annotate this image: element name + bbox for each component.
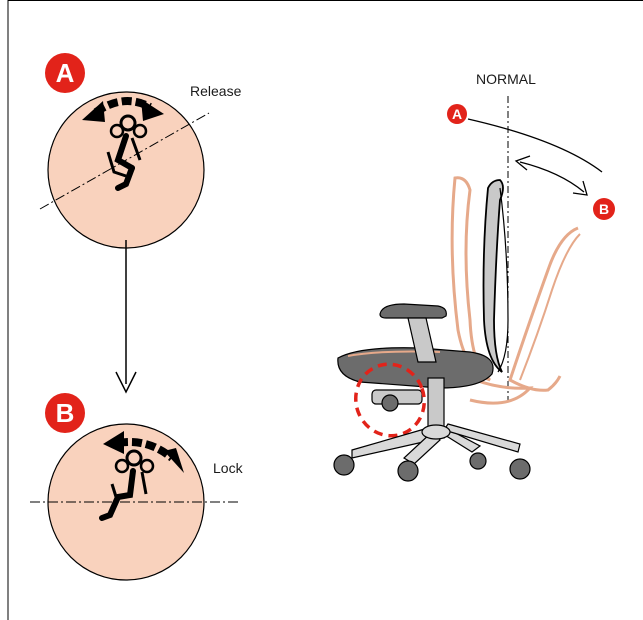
- lock-step: Lock: [30, 424, 244, 580]
- chair-position-a-badge: A: [447, 104, 467, 124]
- transition-arrow: [116, 240, 136, 392]
- svg-text:A: A: [452, 106, 462, 122]
- step-a-badge: A: [45, 53, 85, 93]
- chair-base: [352, 424, 520, 464]
- release-label: Release: [190, 83, 242, 99]
- tilt-arc: [468, 119, 602, 172]
- tilt-double-arrow-icon: [516, 156, 587, 195]
- release-step: Release: [40, 83, 242, 248]
- svg-text:B: B: [56, 398, 75, 428]
- svg-text:B: B: [599, 201, 609, 217]
- chair-illustration: NORMAL A B: [334, 71, 615, 481]
- svg-text:A: A: [56, 58, 75, 88]
- step-b-badge: B: [45, 393, 85, 433]
- chair-casters: [334, 453, 530, 481]
- backrest-frame: [484, 180, 504, 372]
- ghost-backrest-reclined-inner: [520, 234, 580, 380]
- chair-position-b-badge: B: [593, 198, 615, 220]
- tilt-lever: [372, 390, 422, 411]
- lock-label: Lock: [213, 460, 244, 476]
- normal-label: NORMAL: [476, 71, 536, 87]
